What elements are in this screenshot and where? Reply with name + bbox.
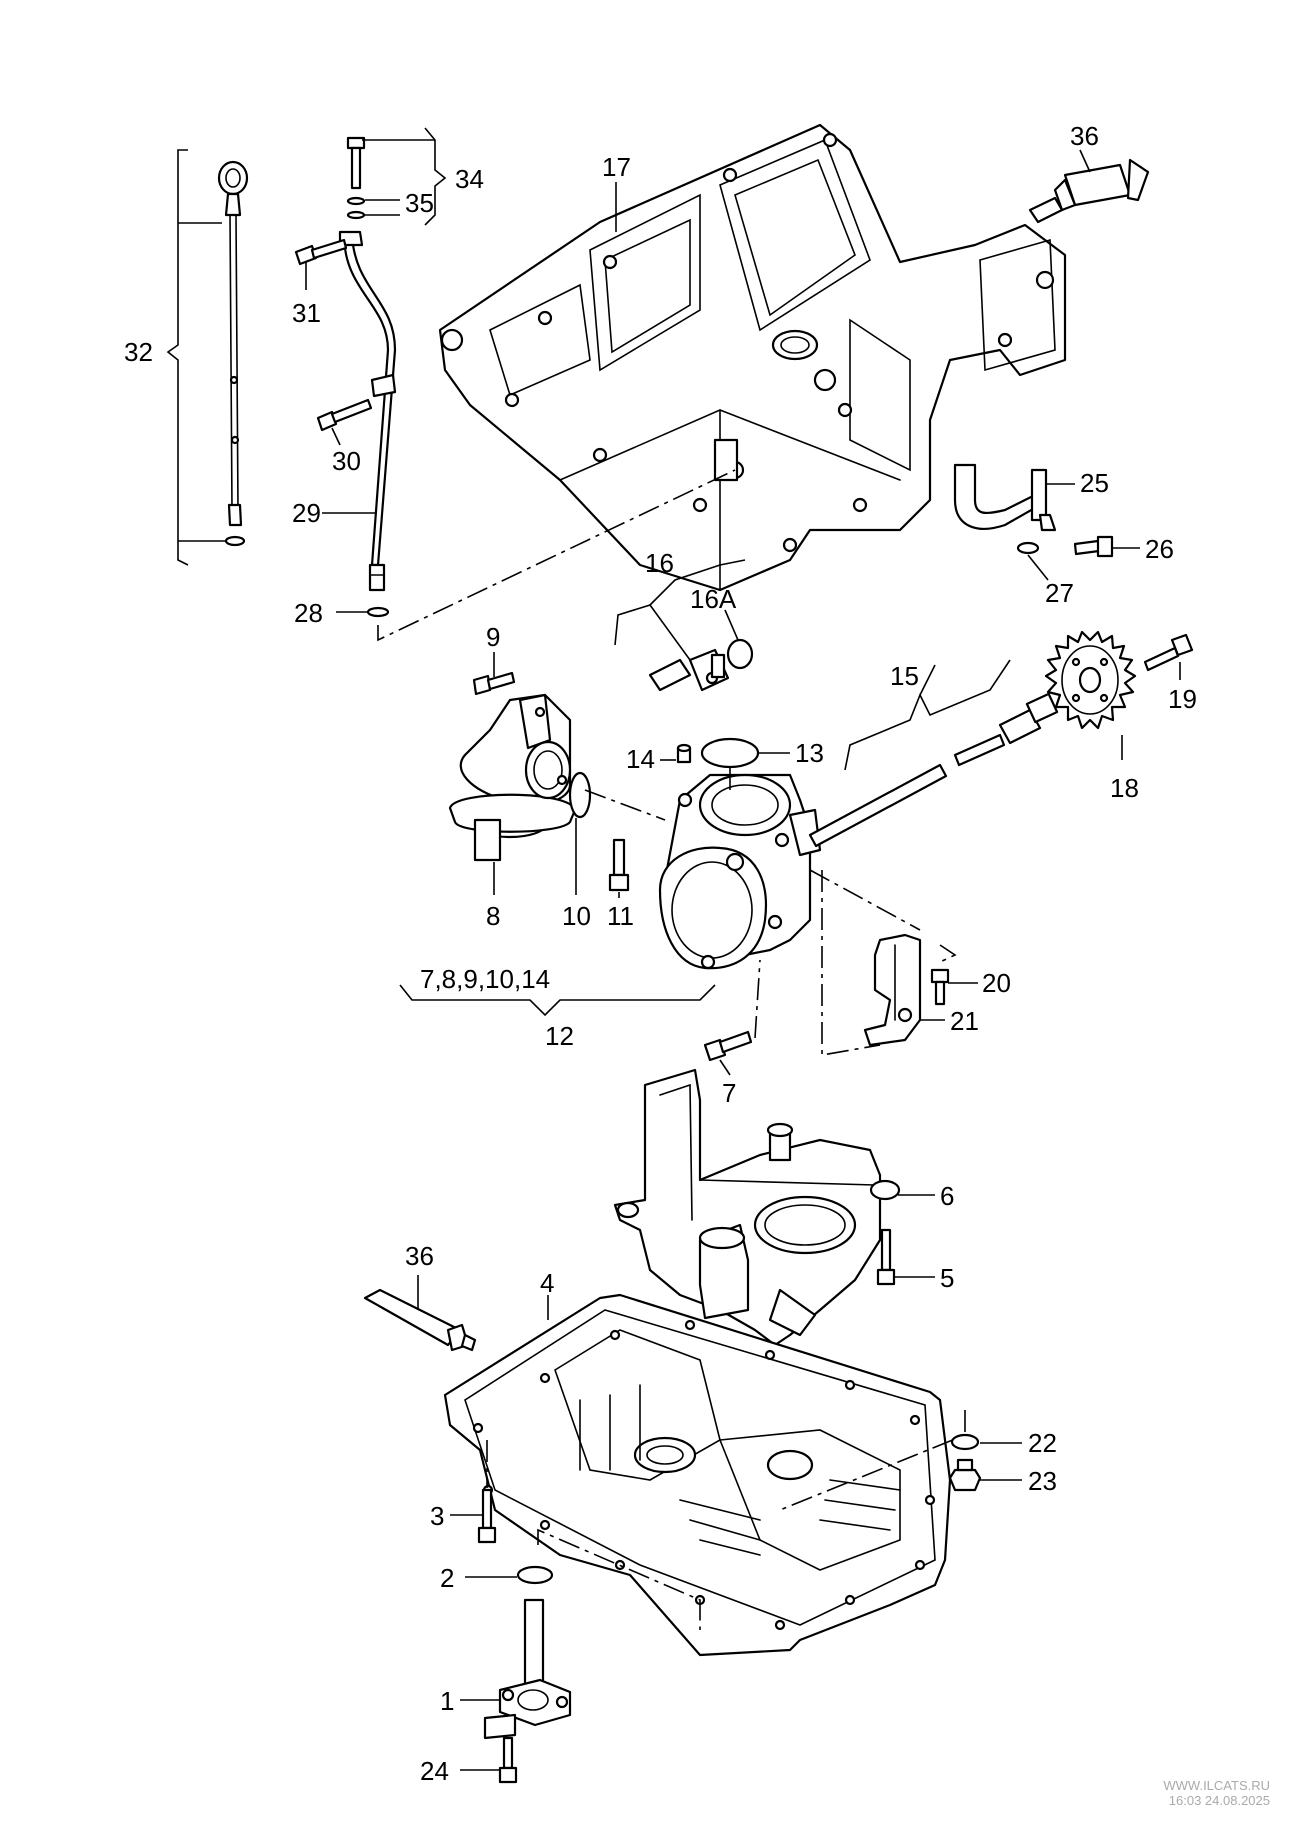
assembly-line-21 [821,870,881,1056]
label-25: 25 [1080,468,1109,498]
dipstick-guide-tube[interactable] [338,230,397,592]
label-24: 24 [420,1756,449,1786]
sealant-tube-36-lower[interactable] [363,1288,477,1352]
assembly-line-7 [754,959,761,1039]
label-18: 18 [1110,773,1139,803]
label-28: 28 [294,598,323,628]
washer-27[interactable] [1016,541,1040,555]
label-31: 31 [292,298,321,328]
assembly-line-22-23 [779,1410,966,1511]
o-ring-13[interactable] [700,737,760,769]
baffle-21[interactable] [863,933,922,1047]
oil-baffle-6[interactable] [613,1068,901,1347]
pin-14[interactable] [676,743,692,764]
bracket-15 [844,659,1011,771]
sealant-tube-36-upper[interactable] [1028,158,1150,224]
label-14: 14 [626,744,655,774]
bracket-12 [399,984,716,1017]
label-1: 1 [440,1686,454,1716]
assembly-line-1-2 [537,1528,701,1630]
bolt-11[interactable] [608,838,630,892]
bolt-3[interactable] [477,1488,497,1544]
label-30: 30 [332,446,361,476]
label-9: 9 [486,622,500,652]
bolt-30[interactable] [316,398,373,432]
assembly-line-15 [809,869,921,931]
label-17: 17 [602,152,631,182]
seal-28[interactable] [366,606,390,618]
leader-7 [719,1059,731,1076]
bracket-32 [166,149,225,566]
bolt-20[interactable] [930,968,950,1006]
watermark: WWW.ILCATS.RU 16:03 24.08.2025 [1163,1778,1270,1808]
label-5: 5 [940,1263,954,1293]
leader-27 [1027,554,1049,581]
leader-30 [331,427,341,446]
assembly-line-20 [939,944,957,963]
o-rings-35[interactable] [346,196,366,220]
label-29: 29 [292,498,321,528]
label-36-upper: 36 [1070,121,1099,151]
drain-plug-23[interactable] [948,1458,982,1492]
bolt-7[interactable] [703,1030,753,1062]
label-15: 15 [890,661,919,691]
label-16: 16 [645,548,674,578]
drive-shaft-15[interactable] [808,692,1059,848]
lower-oil-pan-4[interactable] [443,1293,952,1657]
o-ring-10[interactable] [568,771,592,819]
label-2: 2 [440,1563,454,1593]
label-19: 19 [1168,684,1197,714]
leader-36-upper [1079,149,1091,173]
assembly-line-28-17 [377,469,736,642]
upper-oil-pan[interactable] [438,123,1067,592]
bolt-31[interactable] [294,238,348,266]
bolt-9[interactable] [472,671,516,696]
label-6: 6 [940,1181,954,1211]
oil-strainer-8[interactable] [448,693,577,862]
oil-pump-12[interactable] [658,773,822,970]
pipe-25[interactable] [953,463,1057,532]
label-7: 7 [722,1078,736,1108]
oil-level-sensor-1[interactable] [483,1598,572,1740]
label-20: 20 [982,968,1011,998]
label-26: 26 [1145,534,1174,564]
washer-22[interactable] [950,1433,980,1451]
label-12: 12 [545,1021,574,1051]
assembly-line-8-12 [584,789,666,821]
bolt-24[interactable] [498,1736,518,1784]
bolt-34[interactable] [346,136,366,190]
dipstick[interactable] [217,160,249,547]
label-32: 32 [124,337,153,367]
label-11: 11 [607,901,634,931]
seal-2[interactable] [516,1565,554,1585]
label-36-lower: 36 [405,1241,434,1271]
bolt-19[interactable] [1143,633,1194,672]
o-ring-16a[interactable] [726,638,754,670]
watermark-timestamp: 16:03 24.08.2025 [1168,1793,1270,1808]
label-3: 3 [430,1501,444,1531]
label-23: 23 [1028,1466,1057,1496]
label-22: 22 [1028,1428,1057,1458]
label-10: 10 [562,901,591,931]
bracket-34-35 [362,127,447,226]
label-34: 34 [455,164,484,194]
label-35: 35 [405,188,434,218]
bracket-16 [614,559,746,661]
bolt-26[interactable] [1073,535,1114,558]
watermark-site: WWW.ILCATS.RU [1163,1778,1270,1793]
bolt-5[interactable] [876,1228,896,1286]
label-16a: 16A [690,584,737,614]
sensor-16[interactable] [648,648,730,692]
label-27: 27 [1045,578,1074,608]
sprocket-18[interactable] [1044,630,1137,730]
label-21: 21 [950,1006,979,1036]
label-4: 4 [540,1268,554,1298]
label-13: 13 [795,738,824,768]
label-8: 8 [486,901,500,931]
label-group-12: 7,8,9,10,14 [420,964,550,994]
